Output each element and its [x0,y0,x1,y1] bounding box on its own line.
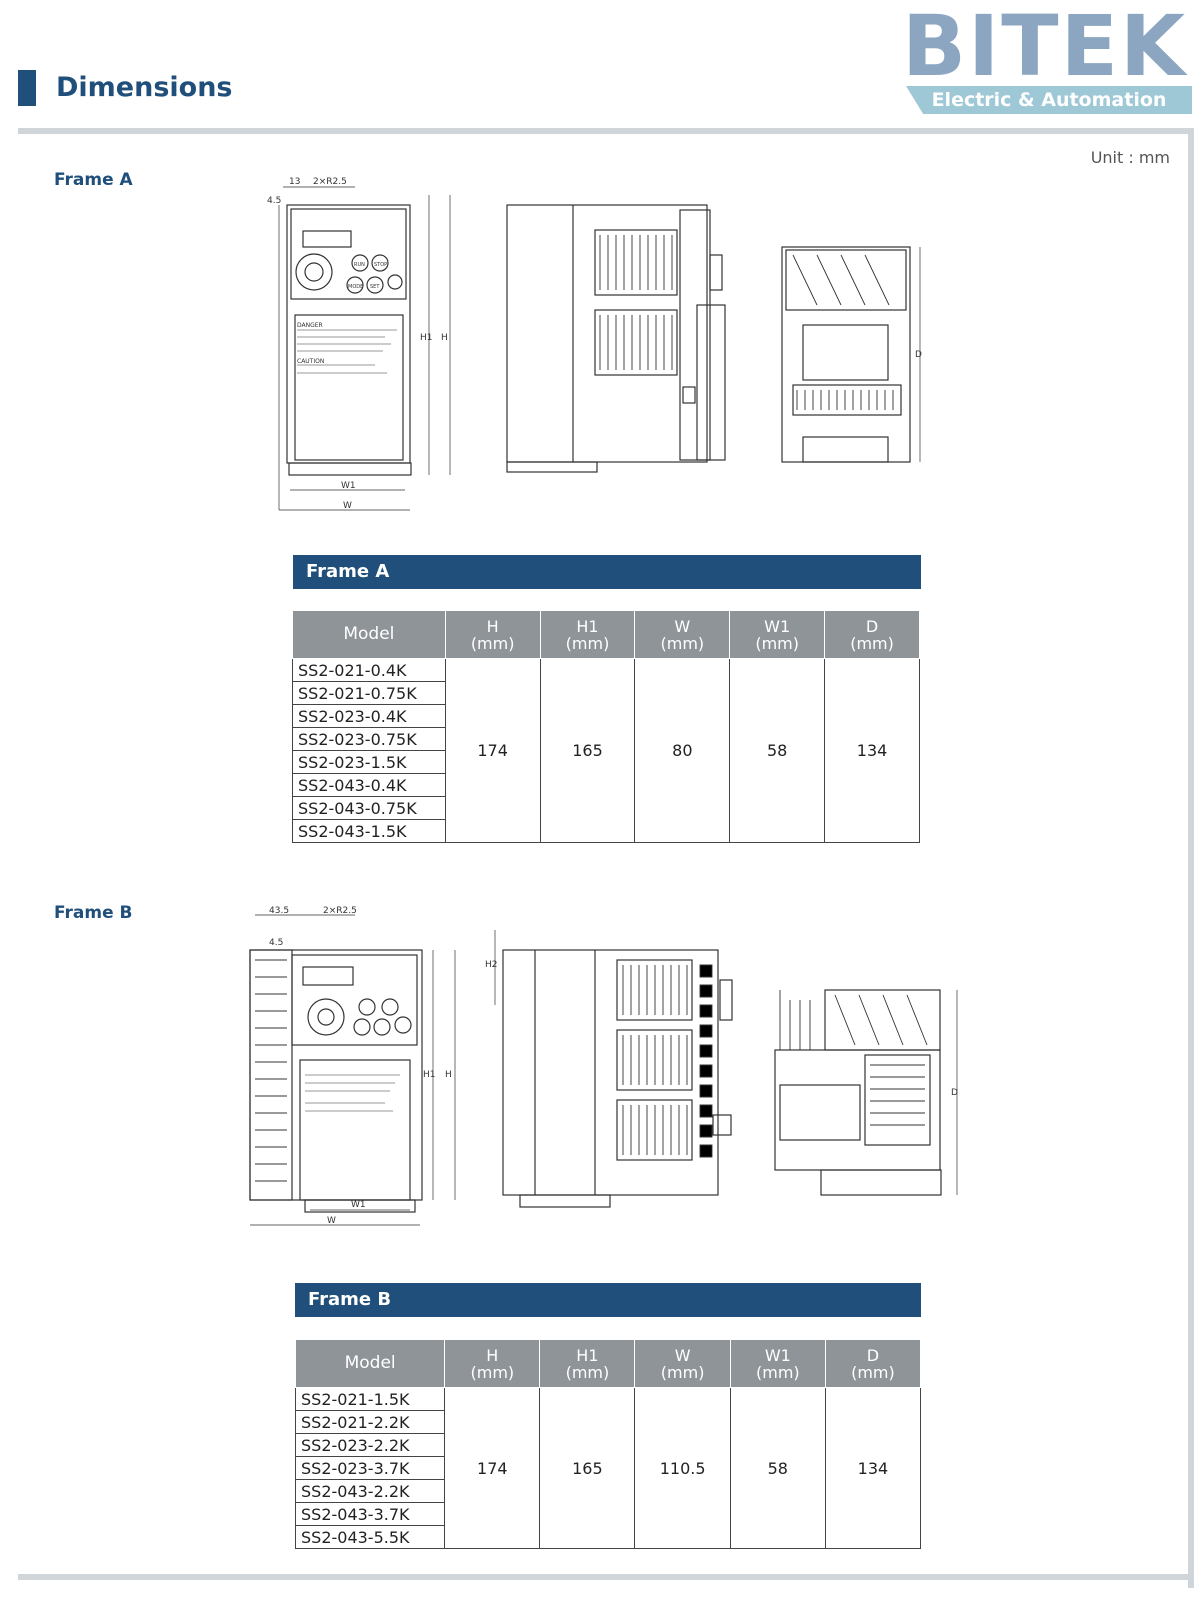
frame-b-dim-4-5: 4.5 [269,938,283,948]
frame-a-spec-table: Model H(mm) H1(mm) W(mm) W1(mm) D(mm) SS… [292,610,920,843]
frame-b-dim-d: D [951,1088,958,1098]
frame-b-dim-w1: W1 [351,1200,366,1210]
frame-a-dim-radius: 2×R2.5 [313,177,347,187]
header-d: D(mm) [824,1339,922,1388]
value-w: 80 [634,658,731,843]
value-h1: 165 [539,1387,636,1549]
frame-a-side-view [506,204,726,473]
model-cell: SS2-043-5.5K [294,1525,446,1549]
frame-b-dim-h1: H1 [423,1070,436,1080]
header-model: Model [294,1339,446,1388]
frame-a-caution-text: CAUTION [297,358,324,365]
table-row: SS2-043-2.2K [294,1479,921,1503]
frame-a-dim-d: D [915,350,922,360]
frame-b-front-view [249,914,456,1226]
value-h: 174 [444,1387,541,1549]
frame-a-front-view [278,186,451,511]
table-row: SS2-021-0.4K 174 165 80 58 134 [292,658,920,843]
frame-a-dim-w: W [343,501,352,511]
table-row: SS2-021-1.5K 174 165 110.5 58 134 [294,1387,922,1549]
model-cell: SS2-021-0.4K [292,658,446,682]
header-model: Model [292,610,446,659]
frame-a-drawings: 13 2×R2.5 4.5 H1 H W1 W D DANGER CAUTION… [267,177,922,511]
header-w1: W1(mm) [729,610,826,659]
header-h1: H1(mm) [539,610,636,659]
model-cell: SS2-021-2.2K [294,1410,446,1434]
model-cell: SS2-023-2.2K [294,1433,446,1457]
frame-a-stop-key: STOP [374,262,387,268]
model-cell: SS2-023-1.5K [292,750,446,774]
model-cell: SS2-023-3.7K [294,1456,446,1480]
brand-logo: BITEK Electric & Automation [902,0,1192,114]
frame-b-label: Frame B [54,903,133,923]
table-row: SS2-023-2.2K [294,1433,921,1457]
value-h1: 165 [539,658,636,843]
frame-a-mode-key: MODE [348,284,363,290]
frame-a-dim-w1: W1 [341,481,356,491]
table-row: SS2-043-0.4K [292,773,920,797]
frame-a-run-key: RUN [354,262,365,268]
frame-a-title-band: Frame A [293,555,921,589]
table-row: SS2-043-5.5K [294,1525,921,1549]
header-h: H(mm) [444,610,541,659]
model-cell: SS2-023-0.75K [292,727,446,751]
header-w: W(mm) [634,610,731,659]
frame-a-dim-h: H [441,333,448,343]
frame-a-rear-view [781,246,921,463]
frame-a-dim-h1: H1 [420,333,433,343]
model-cell: SS2-021-0.75K [292,681,446,705]
model-cell: SS2-043-2.2K [294,1479,446,1503]
frame-b-side-view [494,930,733,1208]
footer-divider [18,1574,1194,1580]
frame-a-danger-text: DANGER [297,322,323,329]
model-cell: SS2-023-0.4K [292,704,446,728]
frame-b-spec-table: Model H(mm) H1(mm) W(mm) W1(mm) D(mm) SS… [294,1339,922,1549]
frame-b-dim-h2: H2 [485,960,498,970]
frame-b-drawings: 43.5 2×R2.5 4.5 H1 H H2 W1 W D [249,906,958,1226]
table-row: SS2-043-3.7K [294,1502,921,1526]
page-title: Dimensions [56,72,233,103]
value-h: 174 [444,658,541,843]
table-row: SS2-023-3.7K [294,1456,921,1480]
frame-a-set-key: SET [370,284,380,290]
value-w: 110.5 [634,1387,731,1549]
header-d: D(mm) [824,610,920,659]
title-accent-bar [18,70,36,106]
right-border [1188,128,1194,1588]
unit-note: Unit : mm [1090,148,1170,167]
frame-b-dim-43-5: 43.5 [269,906,289,916]
frame-a-dim-13: 13 [289,177,300,187]
frame-b-rear-view [774,989,958,1196]
model-cell: SS2-043-3.7K [294,1502,446,1526]
header-h1: H1(mm) [539,1339,636,1388]
value-d: 134 [824,658,920,843]
model-cell: SS2-043-1.5K [292,819,446,843]
table-row: SS2-043-1.5K [292,819,920,843]
frame-b-title-band: Frame B [295,1283,921,1317]
header-w1: W1(mm) [729,1339,826,1388]
model-cell: SS2-021-1.5K [294,1387,446,1411]
logo-wordmark: BITEK [902,0,1188,95]
frame-a-label: Frame A [54,170,133,190]
header-h: H(mm) [444,1339,541,1388]
model-cell: SS2-043-0.75K [292,796,446,820]
value-d: 134 [824,1387,922,1549]
table-row: SS2-021-0.75K [292,681,920,705]
value-w1: 58 [729,658,826,843]
value-w1: 58 [729,1387,826,1549]
frame-b-dim-h: H [445,1070,452,1080]
logo-tagline: Electric & Automation [906,86,1192,114]
model-cell: SS2-043-0.4K [292,773,446,797]
table-row: SS2-023-1.5K [292,750,920,774]
frame-a-dim-4-5: 4.5 [267,196,281,206]
header-w: W(mm) [634,1339,731,1388]
frame-b-dim-radius: 2×R2.5 [323,906,357,916]
header-divider [18,128,1194,134]
frame-b-dim-w: W [327,1216,336,1226]
